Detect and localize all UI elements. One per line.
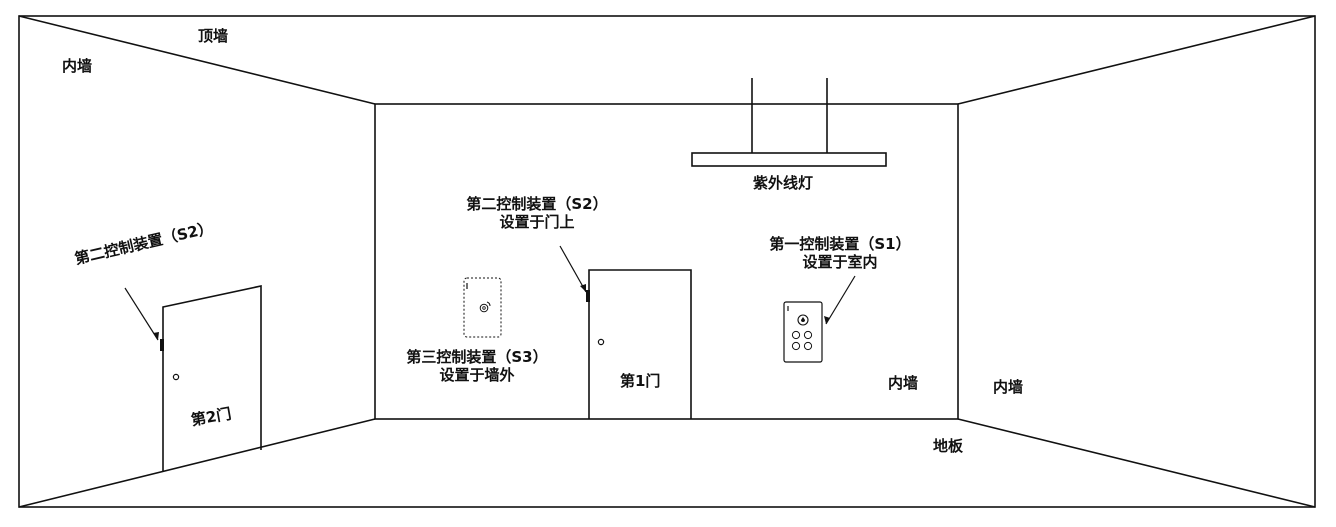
label-s3-line2: 设置于墙外 <box>439 366 515 384</box>
leader-s2-center <box>559 245 587 293</box>
leader-s2-left <box>124 287 159 341</box>
gear-icon <box>479 303 489 313</box>
label-inner-wall-top-left: 内墙 <box>62 57 93 75</box>
label-s2-center-line1: 第二控制装置（S2） <box>466 195 608 213</box>
remote-button-2 <box>803 330 813 340</box>
edge-bottom-left <box>18 418 376 508</box>
door-2-knob <box>172 373 180 381</box>
label-s1: 第一控制装置（S1） 设置于室内 <box>765 235 915 271</box>
label-s2-center-line2: 设置于门上 <box>499 213 575 231</box>
label-floor: 地板 <box>933 437 964 455</box>
s3-device <box>463 277 502 338</box>
edge-bottom-right <box>957 418 1316 508</box>
uv-lamp <box>691 78 887 167</box>
outer-frame <box>18 15 1316 508</box>
remote-button-1 <box>791 330 801 340</box>
label-s2-center: 第二控制装置（S2） 设置于门上 <box>462 195 612 231</box>
s2-sensor-door-2 <box>160 339 164 351</box>
label-s3-line1: 第三控制装置（S3） <box>406 348 548 366</box>
label-inner-wall-right: 内墙 <box>993 378 1024 396</box>
edge-top-left <box>18 15 376 105</box>
leader-s1 <box>825 275 856 325</box>
label-uv-lamp: 紫外线灯 <box>753 174 814 192</box>
door-1 <box>588 269 692 419</box>
remote-button-4 <box>803 341 813 351</box>
label-s3: 第三控制装置（S3） 设置于墙外 <box>397 348 557 384</box>
s1-remote <box>783 301 823 363</box>
door-2 <box>162 285 262 471</box>
label-ceiling: 顶墙 <box>198 27 229 45</box>
remote-button-3 <box>791 341 801 351</box>
label-s1-line2: 设置于室内 <box>802 253 878 271</box>
s2-sensor-door-1 <box>586 290 590 302</box>
back-wall <box>374 103 959 420</box>
power-button-icon <box>797 314 809 326</box>
label-s1-line1: 第一控制装置（S1） <box>769 235 911 253</box>
label-inner-wall-back: 内墙 <box>888 374 919 392</box>
door-1-knob <box>597 338 605 346</box>
label-door-1: 第1门 <box>620 372 661 390</box>
edge-top-right <box>957 15 1316 105</box>
